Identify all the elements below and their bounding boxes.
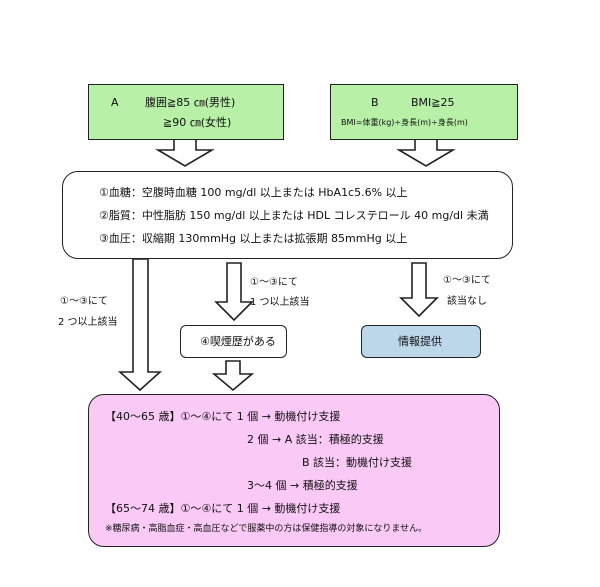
waist-criterion-box: A 腹囲≧85 ㎝(男性) ≧90 ㎝(女性) [88,84,284,140]
arrow-b-to-criteria [396,137,456,167]
criteria-blood-sugar: ①血糖：空腹時血糖 100 mg/dl 以上または HbA1c5.6% 以上 [99,186,408,199]
label-two-or-more-1: ①～③にて [60,296,108,307]
label-one-or-more-2: 1 つ以上該当 [250,297,310,308]
smoking-history-box: ④喫煙歴がある [180,325,287,358]
label-one-or-more-1: ①～③にて [250,277,298,288]
box-b-bmi: BMI≧25 [411,96,455,109]
arrow-criteria-to-smoking [214,262,254,322]
box-a-letter: A [111,96,119,109]
label-none-2: 該当なし [447,296,487,307]
box-b-bmi-formula: BMI=体重(kg)÷身長(m)÷身長(m) [341,118,468,127]
box-a-waist-male: 腹囲≧85 ㎝(男性) [145,96,236,109]
criteria-blood-pressure: ③血圧：収縮期 130mmHg 以上または拡張期 85mmHg 以上 [99,232,408,245]
result-medication-note: ※糖尿病・高脂血症・高血圧などで服薬中の方は保健指導の対象になりません。 [105,524,428,534]
criteria-lipid: ②脂質：中性脂肪 150 mg/dl 以上または HDL コレステロール 40 … [99,209,489,222]
arrow-criteria-to-result [117,258,163,392]
result-three-four-items: 3～4 個 → 積極的支援 [247,479,358,492]
result-two-items: 2 個 → A 該当：積極的支援 [247,433,384,446]
arrow-criteria-to-info [399,262,439,318]
smoking-text: ④喫煙歴がある [200,335,276,348]
arrow-smoking-to-result [211,360,255,392]
label-two-or-more-2: 2 つ以上該当 [58,317,118,328]
arrow-a-to-criteria [155,137,215,167]
risk-criteria-box: ①血糖：空腹時血糖 100 mg/dl 以上または HbA1c5.6% 以上 ②… [62,171,513,259]
result-age-65-74: 【65～74 歳】①～④にて 1 個 → 動機付け支援 [105,502,341,515]
result-b-applies: B 該当：動機付け支援 [302,456,413,469]
label-none-1: ①～③にて [443,275,491,286]
bmi-criterion-box: B BMI≧25 BMI=体重(kg)÷身長(m)÷身長(m) [330,84,518,140]
information-provision-box: 情報提供 [361,325,481,358]
box-b-letter: B [371,96,379,109]
box-a-waist-female: ≧90 ㎝(女性) [163,116,232,129]
result-age-40-65: 【40～65 歳】①～④にて 1 個 → 動機付け支援 [105,410,341,423]
info-text: 情報提供 [398,335,442,348]
guidance-result-box: 【40～65 歳】①～④にて 1 個 → 動機付け支援 2 個 → A 該当：積… [88,394,500,547]
